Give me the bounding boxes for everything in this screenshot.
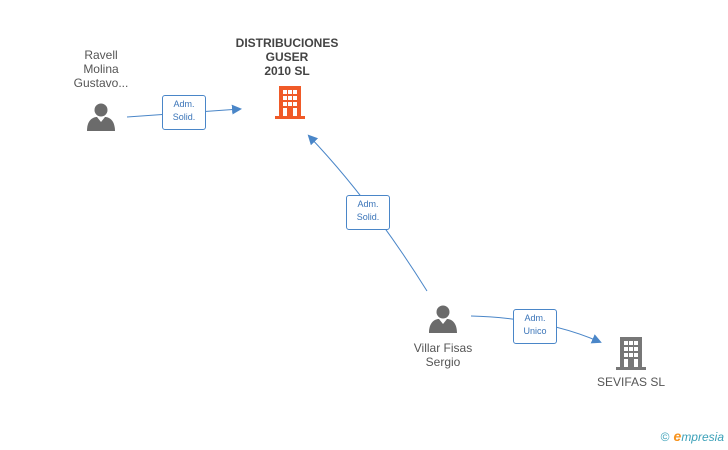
node-label-sevifas[interactable]: SEVIFAS SL [581, 375, 681, 389]
building-icon[interactable] [616, 337, 646, 370]
edge-label-villar-sevifas[interactable]: Adm. Unico [513, 309, 557, 344]
label-line: GUSER [265, 50, 309, 64]
edge-label-ravell-distribuciones[interactable]: Adm. Solid. [162, 95, 206, 130]
edge-label-line: Solid. [356, 212, 380, 222]
node-label-distribuciones[interactable]: DISTRIBUCIONES GUSER 2010 SL [222, 36, 352, 78]
brand-e: e [673, 428, 682, 444]
person-icon[interactable] [87, 103, 115, 132]
label-line: 2010 SL [264, 64, 310, 78]
edge-label-line: Adm. [357, 199, 379, 209]
person-icon[interactable] [429, 305, 457, 334]
label-line: Villar Fisas [413, 341, 473, 355]
edge-label-line: Adm. [524, 313, 546, 323]
label-line: SEVIFAS SL [596, 375, 666, 389]
node-label-ravell[interactable]: Ravell Molina Gustavo... [56, 48, 146, 90]
empresia-watermark: ©empresia [661, 428, 724, 444]
copyright-symbol: © [660, 430, 670, 444]
edge-label-line: Unico [523, 326, 547, 336]
edge-label-line: Adm. [173, 99, 195, 109]
label-line: Molina [83, 62, 119, 76]
label-line: Ravell [84, 48, 118, 62]
edge-label-villar-distribuciones[interactable]: Adm. Solid. [346, 195, 390, 230]
edge-label-line: Solid. [172, 112, 196, 122]
label-line: Sergio [425, 355, 461, 369]
label-line: Gustavo... [73, 76, 129, 90]
brand-text: mpresia [681, 430, 724, 444]
label-line: DISTRIBUCIONES [235, 36, 339, 50]
node-label-villar[interactable]: Villar Fisas Sergio [393, 341, 493, 369]
building-icon[interactable] [275, 86, 305, 119]
